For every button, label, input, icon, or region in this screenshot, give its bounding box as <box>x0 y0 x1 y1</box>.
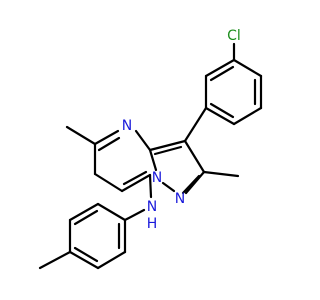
bond <box>123 208 146 222</box>
bond <box>202 170 240 178</box>
bond <box>204 106 236 126</box>
nitrogen-atom-label: N <box>152 170 162 186</box>
bond <box>181 174 201 195</box>
bonds <box>38 42 263 270</box>
bond <box>134 129 152 152</box>
bond <box>183 106 208 143</box>
nitrogen-atom-label: N <box>122 118 132 134</box>
bond <box>232 58 263 78</box>
bond <box>209 102 235 119</box>
chemical-structure: Cl N N N N H <box>38 28 263 270</box>
bond <box>68 250 100 270</box>
bond <box>122 170 148 186</box>
bond <box>73 209 99 226</box>
bond <box>97 136 121 152</box>
bond <box>148 173 153 199</box>
bond <box>184 170 206 195</box>
bond <box>153 145 183 156</box>
bond <box>148 139 187 152</box>
amine-nitrogen-label: N <box>147 199 157 215</box>
bond <box>38 250 72 270</box>
atom-labels: Cl N N N N H <box>122 28 241 232</box>
bond <box>93 172 124 193</box>
chlorine-atom-label: Cl <box>227 28 241 44</box>
bond <box>120 173 152 193</box>
bond <box>232 106 263 126</box>
bond <box>96 202 127 222</box>
amine-hydrogen-label: H <box>147 216 158 232</box>
bond <box>68 202 100 222</box>
bond <box>209 65 235 82</box>
bond <box>183 139 206 174</box>
bond <box>73 246 99 263</box>
bond <box>96 250 127 270</box>
nitrogen-atom-label: N <box>175 191 185 207</box>
bond <box>148 148 158 172</box>
bond <box>93 129 120 146</box>
bond <box>65 125 97 146</box>
bond <box>161 181 176 193</box>
bond <box>204 58 236 78</box>
